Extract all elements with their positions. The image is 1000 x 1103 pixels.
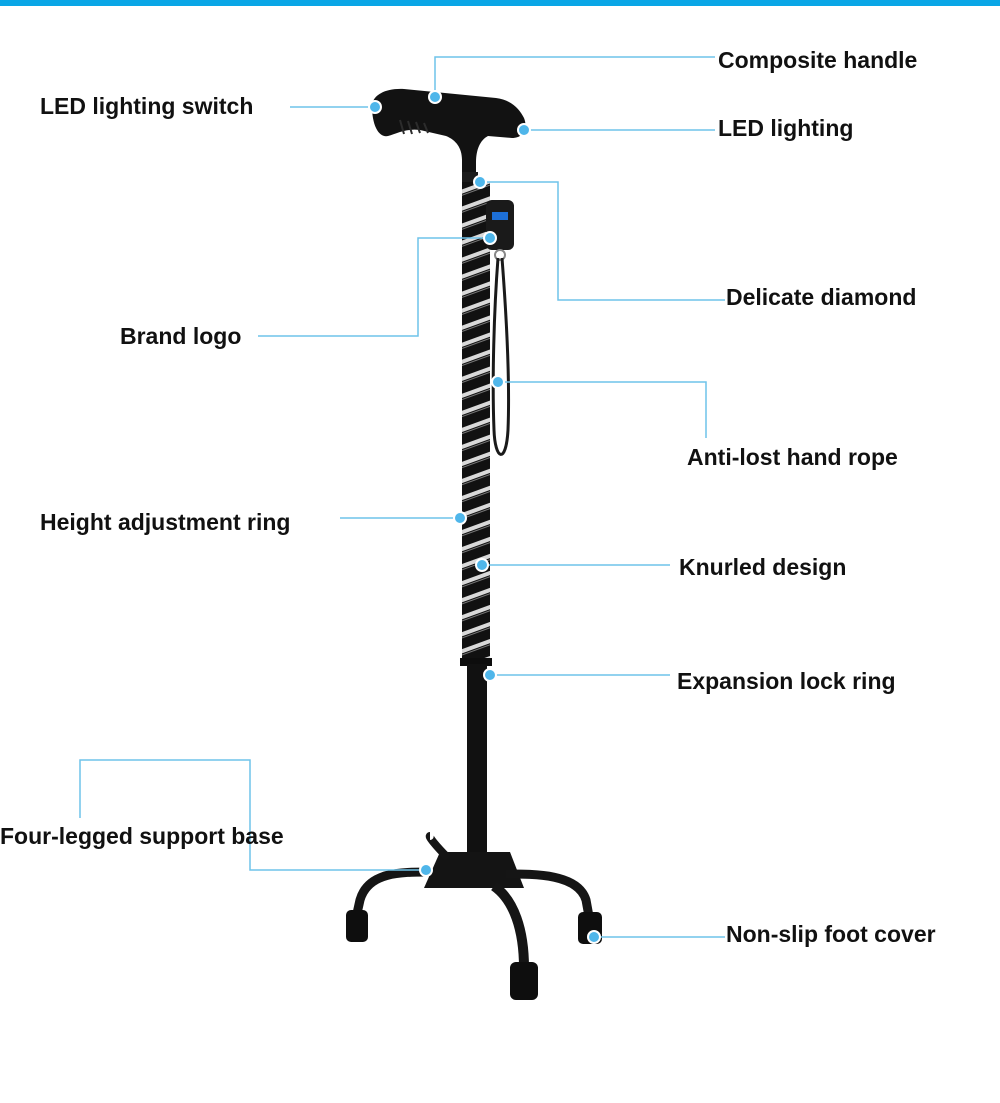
label-height-adjustment-ring: Height adjustment ring [40, 509, 291, 535]
label-delicate-diamond: Delicate diamond [726, 284, 917, 310]
callout-line-support-base [79, 759, 426, 871]
dot-height-ring [453, 511, 467, 525]
knurled-shaft [462, 182, 490, 660]
dot-foot-cover [587, 930, 601, 944]
callout-line-delicate-diamond [480, 181, 725, 301]
dot-composite-handle [428, 90, 442, 104]
label-led-lighting-switch: LED lighting switch [40, 93, 254, 119]
foot-cover-front [510, 962, 538, 1000]
callout-line-brand-logo [258, 237, 490, 337]
label-composite-handle: Composite handle [718, 47, 918, 73]
dot-delicate-diamond [473, 175, 487, 189]
dot-led-switch [368, 100, 382, 114]
callout-line-composite-handle [434, 56, 715, 97]
label-four-legged-support-base: Four-legged support base [0, 823, 284, 849]
top-accent-bar [0, 0, 1000, 6]
callout-line-hand-rope [498, 381, 707, 438]
label-anti-lost-hand-rope: Anti-lost hand rope [687, 444, 898, 470]
foot-cover-back-left [346, 910, 368, 942]
callout-dots [368, 90, 601, 944]
label-expansion-lock-ring: Expansion lock ring [677, 668, 896, 694]
label-brand-logo: Brand logo [120, 323, 242, 349]
anti-lost-rope [491, 257, 511, 456]
dot-led-lighting [517, 123, 531, 137]
dot-support-base [419, 863, 433, 877]
dot-hand-rope [491, 375, 505, 389]
callout-lines [79, 56, 725, 938]
cane [346, 88, 602, 1000]
dot-brand-logo [483, 231, 497, 245]
composite-handle-shape [372, 88, 526, 178]
dot-knurled [475, 558, 489, 572]
label-led-lighting: LED lighting [718, 115, 854, 141]
label-knurled-design: Knurled design [679, 554, 847, 580]
dot-lock-ring [483, 668, 497, 682]
label-non-slip-foot-cover: Non-slip foot cover [726, 921, 936, 947]
